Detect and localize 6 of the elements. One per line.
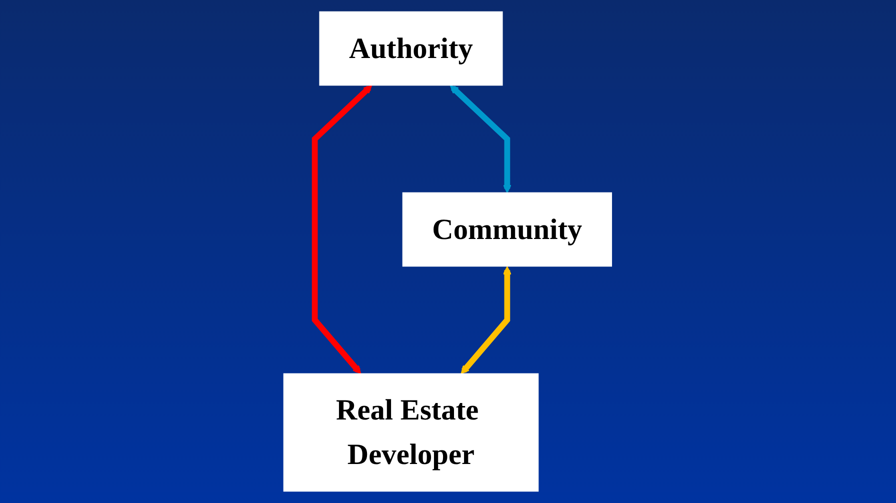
arrow xyxy=(461,266,512,374)
node-box xyxy=(402,192,612,267)
arrow xyxy=(312,85,372,374)
arrow xyxy=(450,85,512,194)
node-box xyxy=(284,373,539,492)
node-box xyxy=(320,11,504,86)
